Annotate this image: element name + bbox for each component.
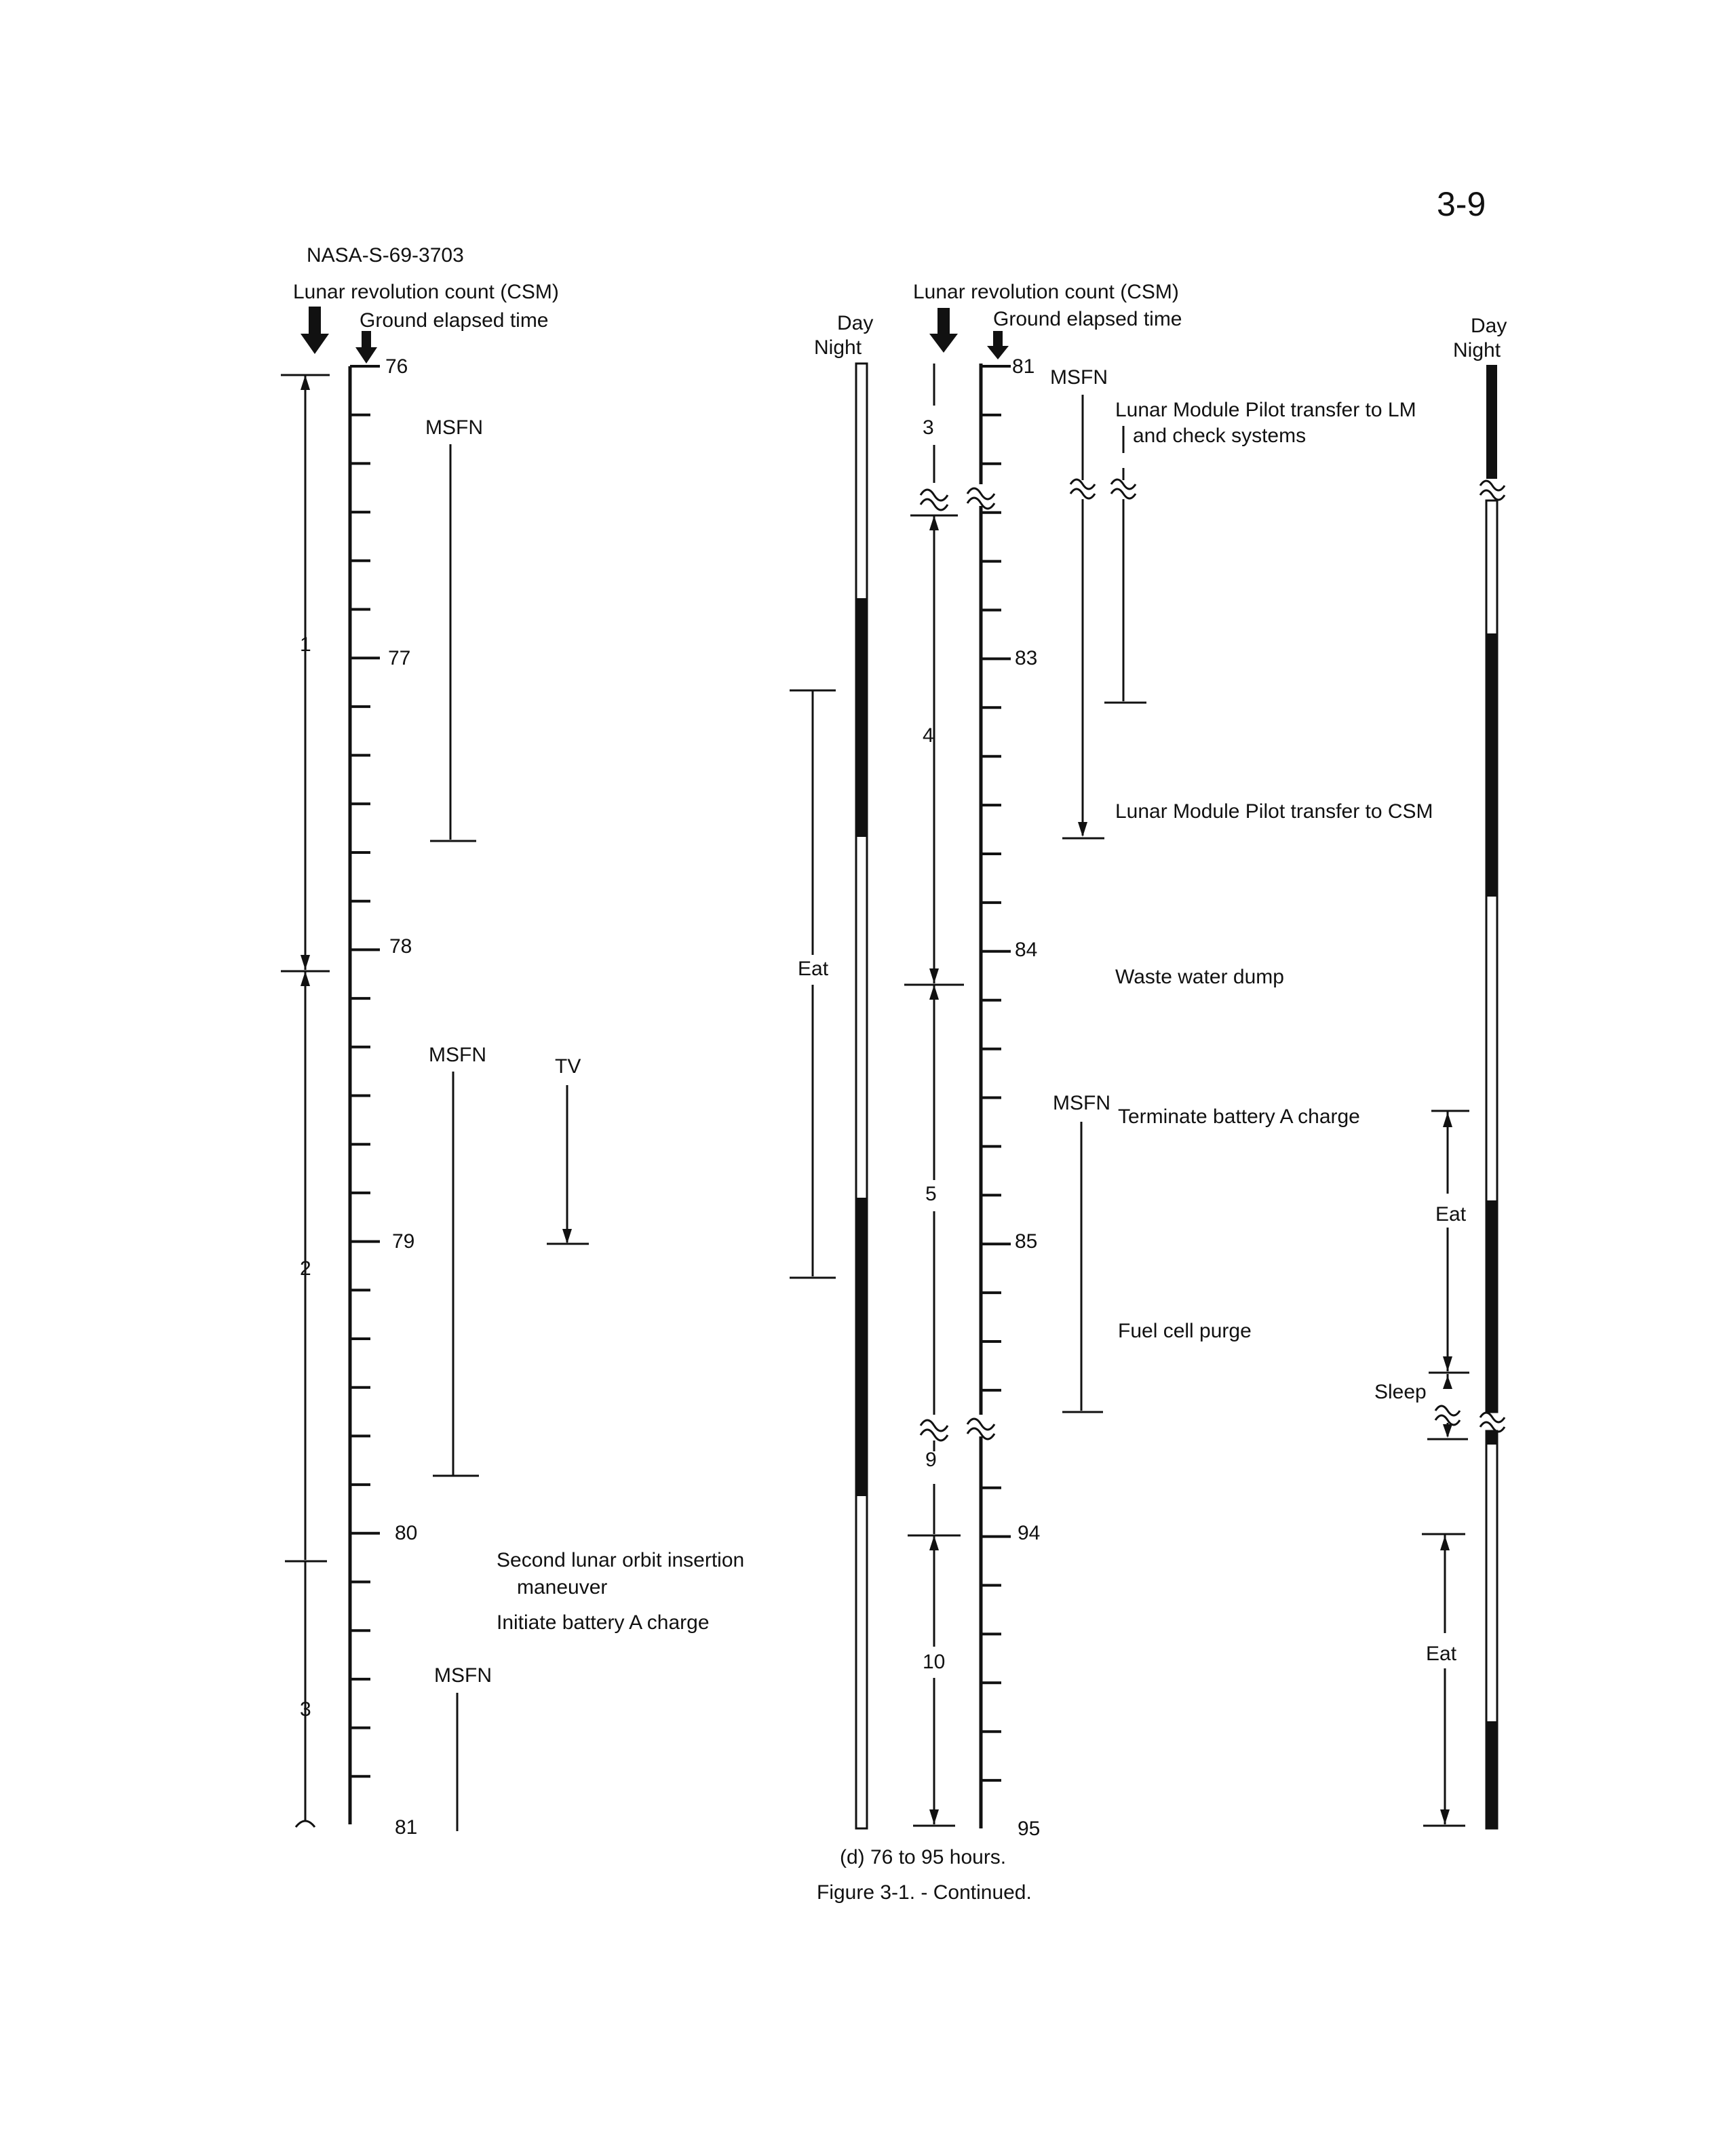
left-msfn-2: MSFN (429, 1044, 486, 1066)
right-hour-81: 81 (1012, 355, 1034, 378)
right-get-axis (966, 364, 1011, 1828)
left-battery: Initiate battery A charge (497, 1611, 710, 1634)
right-hour-84: 84 (1015, 939, 1037, 961)
right-waste: Waste water dump (1115, 966, 1284, 988)
left-msfn-3: MSFN (434, 1664, 492, 1687)
figure-id: NASA-S-69-3703 (307, 244, 464, 267)
right-hour-95: 95 (1018, 1818, 1040, 1840)
right-rev-4: 4 (923, 724, 934, 747)
center-day-label: Day (837, 312, 873, 334)
right-eat-bracket-2 (1422, 1533, 1465, 1827)
right-battery: Terminate battery A charge (1118, 1105, 1360, 1128)
right-lmp-lm-line2: and check systems (1133, 425, 1306, 447)
right-hour-94: 94 (1018, 1522, 1040, 1544)
right-eat-2: Eat (1435, 1203, 1467, 1226)
left-msfn-1: MSFN (425, 416, 483, 439)
left-get-arrow-icon (355, 331, 377, 364)
right-get-header: Ground elapsed time (993, 308, 1182, 330)
right-rev-header: Lunar revolution count (CSM) (913, 281, 1179, 303)
right-lmp-lm-line1: Lunar Module Pilot transfer to LM (1115, 399, 1416, 421)
left-loi2-line1: Second lunar orbit insertion (497, 1549, 744, 1571)
right-rev-3: 3 (923, 416, 934, 439)
right-msfn-2: MSFN (1053, 1092, 1110, 1114)
left-rev-2: 2 (300, 1257, 311, 1280)
right-rev-9: 9 (925, 1449, 937, 1471)
left-hour-79: 79 (392, 1230, 414, 1253)
right-rev-10: 10 (923, 1651, 945, 1673)
right-msfn-1: MSFN (1050, 366, 1108, 389)
right-hour-83: 83 (1015, 647, 1037, 669)
left-rev-1: 1 (300, 633, 311, 656)
right-day-label: Day (1471, 315, 1507, 337)
left-rev-header: Lunar revolution count (CSM) (293, 281, 559, 303)
caption-sub: (d) 76 to 95 hours. (840, 1846, 1006, 1868)
left-get-axis (348, 365, 380, 1824)
right-rev-arrow-icon (929, 308, 958, 353)
right-get-arrow-icon (987, 331, 1009, 359)
right-hour-85: 85 (1015, 1230, 1037, 1253)
caption-main: Figure 3-1. - Continued. (817, 1881, 1032, 1904)
left-hour-80: 80 (395, 1522, 417, 1544)
left-rev-count-line (281, 374, 330, 1828)
left-get-header: Ground elapsed time (360, 309, 549, 332)
right-day-night-bar (1479, 365, 1506, 1830)
right-eat-3: Eat (1426, 1643, 1457, 1665)
tv-arrow-icon (562, 1229, 572, 1244)
left-loi2-line2: maneuver (517, 1576, 607, 1599)
page-number: 3-9 (1437, 185, 1486, 223)
center-eat-bracket (790, 689, 836, 1279)
right-lmp-csm: Lunar Module Pilot transfer to CSM (1115, 800, 1433, 823)
center-day-night-bar (855, 362, 868, 1830)
left-rev-arrow-icon (301, 307, 329, 354)
right-night-label: Night (1453, 339, 1501, 361)
right-sleep-bracket (1427, 1374, 1468, 1440)
left-hour-77: 77 (388, 647, 410, 669)
right-fuel: Fuel cell purge (1118, 1320, 1252, 1342)
left-tv: TV (555, 1055, 581, 1078)
center-night-label: Night (814, 336, 862, 359)
left-hour-78: 78 (389, 935, 412, 958)
left-hour-81: 81 (395, 1816, 417, 1839)
right-sleep: Sleep (1374, 1381, 1427, 1403)
right-rev-count-line (904, 364, 964, 1827)
left-hour-76: 76 (385, 355, 408, 378)
left-rev-3: 3 (300, 1698, 311, 1721)
center-eat-label: Eat (798, 958, 829, 980)
right-rev-5: 5 (925, 1183, 937, 1205)
right-eat-bracket-1 (1429, 1110, 1469, 1374)
